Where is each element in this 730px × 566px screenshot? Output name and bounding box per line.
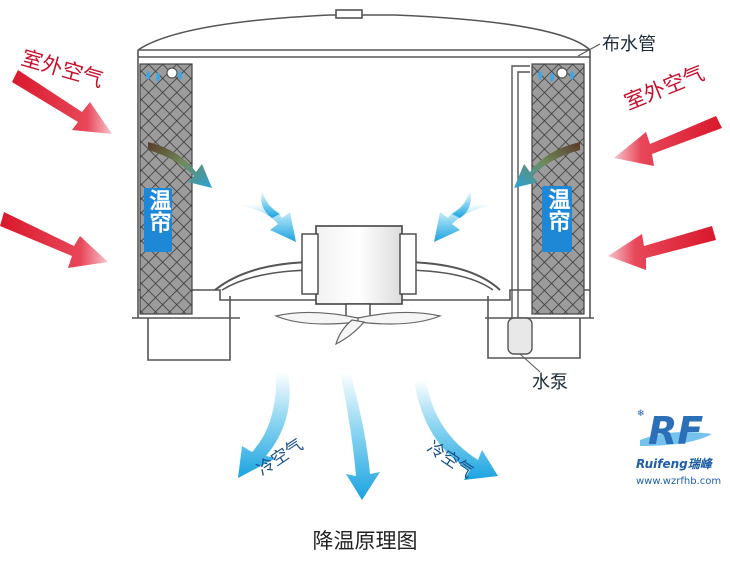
cooling-pad-left: 温帘 [139, 63, 193, 315]
water-drops [146, 70, 574, 82]
water-pipe [511, 65, 530, 340]
hot-air-arrow [0, 212, 108, 268]
hot-air-arrow [12, 70, 112, 134]
hot-air-arrow [614, 116, 722, 166]
pad-airflow-arrows [148, 142, 580, 188]
brand-url: www.wzrfhb.com [636, 476, 721, 487]
brand-name: Ruifeng瑞峰 [636, 457, 714, 471]
cool-air-arrow [261, 190, 280, 218]
water-pipe-label: 布水管 [602, 34, 656, 55]
cool-air-arrows [238, 190, 498, 500]
brand-logo-mark: RF [648, 409, 703, 453]
hot-air-arrow [608, 226, 716, 270]
pad-airflow-arrow [514, 142, 580, 188]
cool-air-arrow [452, 190, 471, 218]
fan-motor [301, 225, 417, 319]
cooling-pad-label-right: 温帘 [545, 188, 571, 232]
snowflake-icon: ❄ [637, 409, 645, 419]
cool-air-arrow [414, 380, 498, 480]
cool-air-arrow [238, 372, 290, 478]
water-pipe-leader [577, 43, 601, 57]
pad-airflow-arrow [148, 142, 212, 188]
cool-air-arrow [340, 372, 380, 500]
cooling-pad-label-left: 温帘 [146, 189, 172, 233]
water-pump [507, 317, 541, 373]
brand-logo: RF ❄ Ruifeng瑞峰 www.wzrfhb.com [632, 406, 721, 487]
water-nozzles [166, 67, 568, 79]
cooling-pad-right: 温帘 [531, 63, 585, 315]
diagram-title: 降温原理图 [313, 529, 418, 553]
fan-blades [274, 311, 443, 346]
cool-air-arrow [434, 203, 488, 242]
water-pump-label: 水泵 [532, 372, 568, 393]
cool-air-arrow [244, 203, 296, 242]
outdoor-air-label-right: 室外空气 [621, 61, 708, 115]
hot-air-arrows [0, 70, 722, 270]
